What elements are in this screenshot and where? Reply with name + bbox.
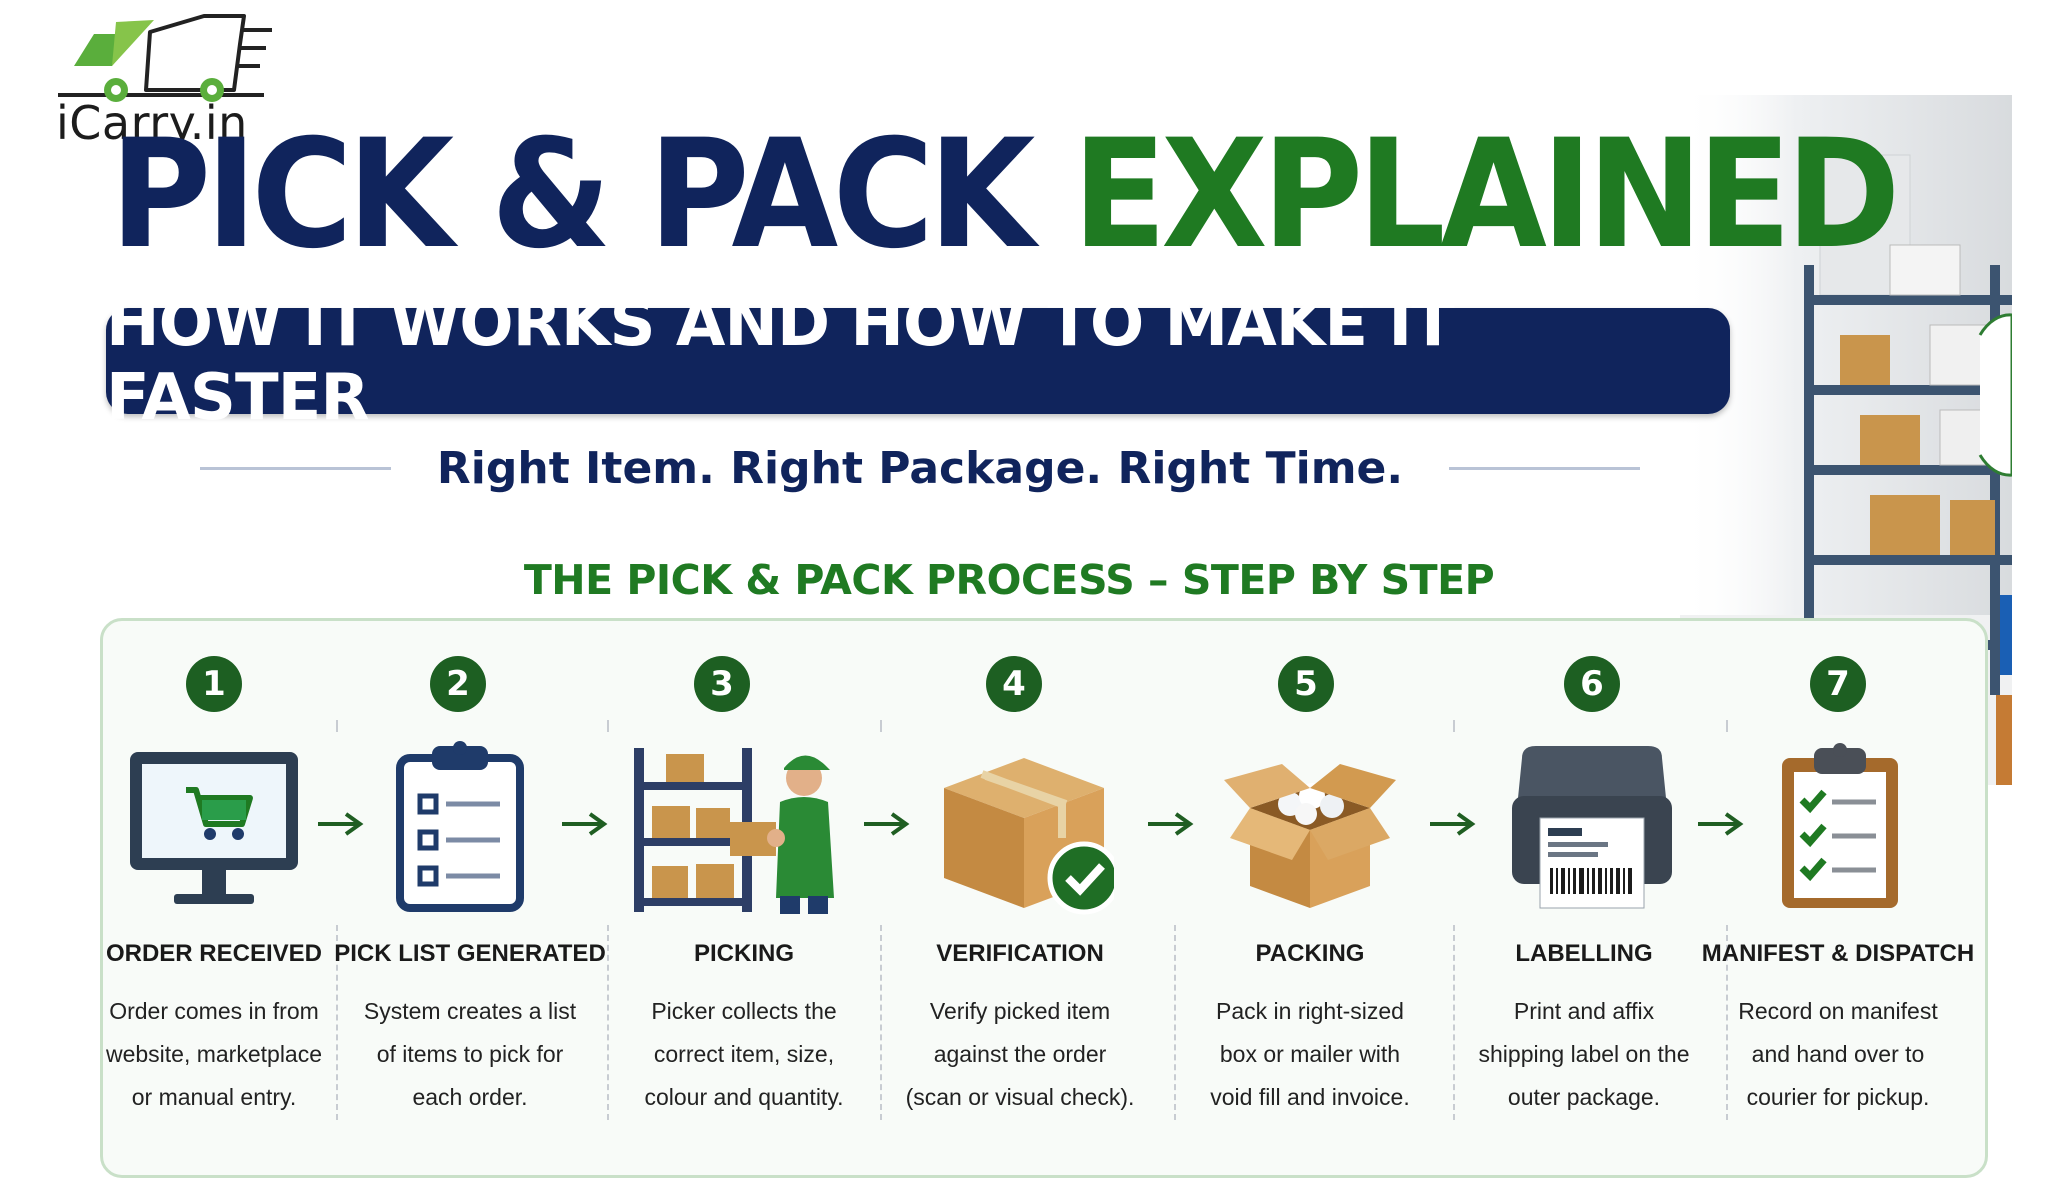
step-2-desc-line: System creates a list [363, 998, 577, 1024]
step-4-title: VERIFICATION [936, 940, 1104, 967]
label-printer-icon [1512, 746, 1672, 909]
step-divider [607, 720, 609, 732]
step-5-badge: 5 [1278, 656, 1334, 712]
clipboard-list-icon [396, 741, 524, 912]
step-6-title: LABELLING [1515, 940, 1653, 967]
step-3-badge: 3 [694, 656, 750, 712]
step-3-desc-line: correct item, size, [653, 1041, 835, 1067]
step-3-title: PICKING [693, 940, 794, 967]
step-1-title: ORDER RECEIVED [105, 940, 323, 967]
step-2-title: PICK LIST GENERATED [334, 940, 606, 967]
step-7-desc: Record on manifest and hand over to cour… [1698, 990, 1978, 1119]
banner-text: HOW IT WORKS AND HOW TO MAKE IT FASTER [106, 287, 1455, 435]
process-title: THE PICK & PACK PROCESS – STEP BY STEP [523, 556, 1495, 604]
arrow-right-icon [1148, 812, 1194, 836]
logo-text: iCarry.in [56, 96, 248, 150]
step-7-desc-line: courier for pickup. [1746, 1084, 1930, 1110]
step-3-desc: Picker collects the correct item, size, … [604, 990, 884, 1119]
picker-shelf-icon [634, 748, 834, 914]
step-6-desc: Print and affix shipping label on the ou… [1444, 990, 1724, 1119]
step-divider [336, 720, 338, 732]
tagline-row: Right Item. Right Package. Right Time. [200, 440, 1641, 496]
step-5-title: PACKING [1255, 940, 1365, 967]
step-2-badge: 2 [430, 656, 486, 712]
arrow-right-icon [562, 812, 608, 836]
step-divider [1453, 925, 1455, 1120]
page-title: PICK & PACK EXPLAINED [110, 120, 1900, 270]
step-4-desc-line: Verify picked item [929, 998, 1111, 1024]
title-part2: EXPLAINED [1072, 108, 1900, 282]
step-5-desc-line: box or mailer with [1219, 1041, 1401, 1067]
step-7-desc-line: Record on manifest [1738, 998, 1938, 1024]
open-box-icon [1224, 764, 1396, 908]
step-6-desc-line: shipping label on the [1478, 1041, 1690, 1067]
title-part1: PICK & PACK [110, 108, 1035, 282]
arrow-right-icon [864, 812, 910, 836]
step-2-desc-line: of items to pick for [376, 1041, 564, 1067]
step-1-desc: Order comes in from website, marketplace… [74, 990, 354, 1119]
arrow-right-icon [1698, 812, 1744, 836]
computer-cart-icon [130, 752, 298, 904]
step-divider [336, 925, 338, 1120]
step-5-desc-line: Pack in right-sized [1216, 998, 1404, 1024]
box-check-icon [944, 758, 1114, 915]
step-5-desc: Pack in right-sized box or mailer with v… [1170, 990, 1450, 1119]
step-divider [1453, 720, 1455, 732]
tagline-line-left [200, 466, 391, 470]
step-divider [607, 925, 609, 1120]
step-3-desc-line: colour and quantity. [644, 1084, 844, 1110]
step-7-badge: 7 [1810, 656, 1866, 712]
truck-logo-icon [58, 14, 272, 102]
step-1-desc-line: Order comes in from [109, 998, 319, 1024]
step-4-badge: 4 [986, 656, 1042, 712]
step-5-desc-line: void fill and invoice. [1210, 1084, 1410, 1110]
step-6-desc-line: outer package. [1507, 1084, 1661, 1110]
step-3-desc-line: Picker collects the [651, 998, 837, 1024]
step-divider [1174, 925, 1176, 1120]
step-divider [880, 720, 882, 732]
tagline: Right Item. Right Package. Right Time. [436, 442, 1404, 494]
step-1-desc-line: or manual entry. [131, 1084, 297, 1110]
clipboard-checklist-icon [1782, 743, 1898, 908]
step-2-desc: System creates a list of items to pick f… [330, 990, 610, 1119]
step-7-desc-line: and hand over to [1751, 1041, 1925, 1067]
step-divider [1726, 925, 1728, 1120]
arrow-right-icon [318, 812, 364, 836]
step-4-desc: Verify picked item against the order (sc… [880, 990, 1160, 1119]
step-1-desc-line: website, marketplace [105, 1041, 323, 1067]
step-divider [880, 925, 882, 1120]
step-1-badge: 1 [186, 656, 242, 712]
subtitle-banner: HOW IT WORKS AND HOW TO MAKE IT FASTER [106, 287, 1730, 435]
step-6-badge: 6 [1564, 656, 1620, 712]
step-6-desc-line: Print and affix [1513, 998, 1655, 1024]
arrow-right-icon [1430, 812, 1476, 836]
step-2-desc-line: each order. [412, 1084, 528, 1110]
step-7-title: MANIFEST & DISPATCH [1701, 940, 1975, 967]
step-divider [1726, 720, 1728, 732]
tagline-line-right [1449, 466, 1641, 470]
step-4-desc-line: (scan or visual check). [905, 1084, 1135, 1110]
step-4-desc-line: against the order [933, 1041, 1107, 1067]
